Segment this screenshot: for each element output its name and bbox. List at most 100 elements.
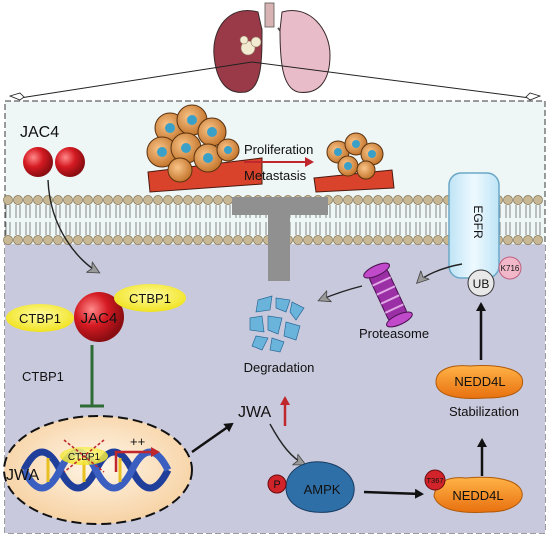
proliferation-label: Proliferation [244, 142, 313, 157]
lipid-head [333, 235, 343, 245]
lipid-head [153, 235, 163, 245]
lipid-head [13, 195, 23, 205]
lipid-head [523, 195, 533, 205]
lipid-head [193, 195, 203, 205]
lipid-head [163, 235, 173, 245]
degraded-fragments-icon [249, 295, 305, 353]
ampk-protein: AMPK [285, 461, 355, 513]
jac4-top-label: JAC4 [20, 124, 59, 141]
lipid-head [433, 195, 443, 205]
lipid-head [153, 195, 163, 205]
lipid-head [123, 235, 133, 245]
jac4-entry-arrow [47, 179, 98, 272]
pin-left-icon [8, 92, 25, 101]
lipid-head [353, 235, 363, 245]
plus-plus-label: ++ [130, 434, 145, 449]
lipid-head [73, 235, 83, 245]
metastatic-cell-cluster-icon [313, 132, 395, 193]
zoom-line-right [251, 61, 531, 99]
jwa-mid-label: JWA [238, 404, 272, 421]
lipid-head [403, 195, 413, 205]
lipid-head [63, 195, 73, 205]
ctbp1-left-label: CTBP1 [19, 311, 61, 326]
nedd4l-bottom-label: NEDD4L [452, 488, 503, 503]
phospho-label: P [273, 479, 280, 491]
t367-label: T367 [426, 476, 443, 485]
lipid-head [23, 235, 33, 245]
jac4-molecule-b [55, 147, 85, 177]
lipid-head [93, 195, 103, 205]
lipid-head [413, 195, 423, 205]
jac4-complex-ball [74, 292, 124, 342]
t367-badge [424, 469, 446, 491]
lipid-head [253, 235, 263, 245]
lipid-head [373, 195, 383, 205]
lipid-head [333, 195, 343, 205]
k716-label: K716 [501, 264, 520, 273]
lipid-head [383, 195, 393, 205]
lipid-head [503, 195, 513, 205]
nedd4l-top-label: NEDD4L [454, 374, 505, 389]
transcription-arrow [114, 447, 160, 472]
lipid-head [213, 195, 223, 205]
pin-right-icon [525, 92, 542, 101]
egfr-label: EGFR [471, 205, 485, 239]
egfr-to-proteasome-arrow [418, 263, 463, 282]
lipid-head [423, 235, 433, 245]
lipid-head [313, 235, 323, 245]
lipid-head [343, 235, 353, 245]
lipid-head [533, 235, 543, 245]
lipid-head [133, 235, 143, 245]
proteasome-label: Proteasome [359, 326, 429, 341]
lipid-head [343, 195, 353, 205]
lipid-head [373, 235, 383, 245]
ampk-to-nedd4l-arrow [363, 488, 424, 499]
lipid-head [143, 235, 153, 245]
lipid-head [223, 235, 233, 245]
lipid-head [323, 235, 333, 245]
lipid-head [23, 195, 33, 205]
ctbp1-ellipse-right [114, 284, 186, 312]
lipid-head [73, 195, 83, 205]
lipid-head [33, 235, 43, 245]
nucleus-to-jwa-arrow [191, 422, 234, 454]
lipid-head [103, 235, 113, 245]
lipid-head [403, 235, 413, 245]
lipid-head [183, 195, 193, 205]
lipid-head [523, 235, 533, 245]
lipid-head [53, 235, 63, 245]
lipid-head [113, 235, 123, 245]
lungs-icon [213, 2, 331, 93]
ctbp1-right-label: CTBP1 [129, 291, 171, 306]
lipid-head [243, 235, 253, 245]
lipid-head [223, 195, 233, 205]
lipid-head [143, 195, 153, 205]
lipid-head [193, 235, 203, 245]
stabilization-label: Stabilization [449, 404, 519, 419]
lipid-head [93, 235, 103, 245]
phospho-badge [267, 474, 287, 494]
lipid-head [433, 235, 443, 245]
lipid-head [533, 195, 543, 205]
lipid-head [413, 235, 423, 245]
lipid-head [33, 195, 43, 205]
ub-label: UB [473, 277, 490, 291]
blocked-cross-icon [63, 439, 105, 473]
proteasome-icon [363, 262, 413, 328]
lipid-head [363, 195, 373, 205]
degradation-label: Degradation [244, 360, 315, 375]
lipid-head [113, 195, 123, 205]
lipid-head [513, 235, 523, 245]
lipid-head [3, 235, 13, 245]
lipid-head [353, 195, 363, 205]
jac4-complex-label: JAC4 [81, 310, 118, 327]
lipid-head [393, 235, 403, 245]
lipid-head [423, 195, 433, 205]
egfr-receptor: EGFR UB K716 [448, 172, 522, 297]
ctbp1-inhibit-label: CTBP1 [22, 369, 64, 384]
lipid-head [303, 235, 313, 245]
zoom-line-left [19, 61, 253, 99]
lipid-head [43, 235, 53, 245]
lipid-head [183, 235, 193, 245]
